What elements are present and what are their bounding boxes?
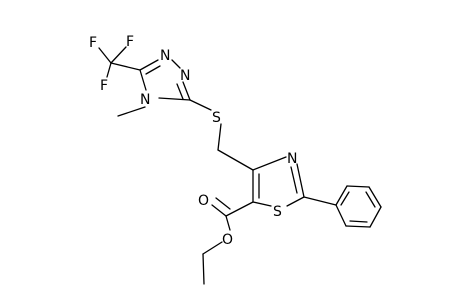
bond-cf-bottom xyxy=(106,62,112,78)
atom-o-ester: O xyxy=(222,232,233,248)
thiazole-ring: N S xyxy=(252,151,305,220)
bond-c2-s1 xyxy=(286,196,305,207)
bond-ch2-ch3 xyxy=(202,253,205,285)
atom-f-top: F xyxy=(126,34,134,50)
bond-n2-c3 xyxy=(182,81,191,101)
bond-s-ch2 xyxy=(217,123,222,151)
phenyl-double-3 xyxy=(340,191,350,206)
phenyl-double-1 xyxy=(349,220,368,223)
bond-o-ch2 xyxy=(202,241,223,255)
ethyl-ester-group: O O xyxy=(198,193,254,285)
bond-s1-c5 xyxy=(252,201,272,207)
atom-s-thiazole: S xyxy=(273,204,282,220)
atom-n-triazole-1: N xyxy=(160,48,170,64)
bond-c5-n1 xyxy=(139,59,159,71)
bond-c5-carbonyl xyxy=(225,201,254,217)
phenyl-bond-4 xyxy=(368,186,382,208)
atom-f-bottom: F xyxy=(100,78,108,94)
bond-n4-c5 xyxy=(139,69,147,91)
bond-c3-s xyxy=(189,99,212,111)
bond-c5-n1-double xyxy=(145,65,161,75)
phenyl-ring xyxy=(303,185,382,228)
atom-n-triazole-4: N xyxy=(140,92,150,108)
atom-n-thiazole: N xyxy=(287,151,297,167)
phenyl-bond-5 xyxy=(346,185,370,188)
bond-carbonyl-o xyxy=(211,204,227,217)
phenyl-bond-2 xyxy=(345,225,371,228)
phenyl-bond-6 xyxy=(335,185,348,206)
atom-o-carbonyl: O xyxy=(198,193,209,209)
bond-ch2-c4 xyxy=(217,149,254,171)
triazole-ring: N N N xyxy=(139,48,191,108)
bond-n3-c2-double xyxy=(290,166,298,194)
bond-c3-n4 xyxy=(158,97,191,101)
bond-cf-left xyxy=(98,47,112,64)
bond-carbonyl-o-double xyxy=(215,197,231,210)
phenyl-bond-3 xyxy=(369,206,382,228)
bond-c2-phenyl xyxy=(303,196,337,206)
phenyl-double-2 xyxy=(365,191,376,208)
bond-n-methyl xyxy=(117,106,146,117)
bond-n3-c2 xyxy=(296,163,305,198)
bond-n2-c3-double xyxy=(176,83,184,100)
atom-f-left: F xyxy=(89,35,97,51)
atom-s-thioether: S xyxy=(212,110,221,126)
trifluoromethyl-group: F F F xyxy=(89,34,141,94)
bond-c-cf3 xyxy=(110,62,141,71)
phenyl-bond-1 xyxy=(335,204,347,227)
bond-cf-top xyxy=(110,46,127,64)
bond-c4-n3 xyxy=(252,156,287,171)
bond-carbonyl-o-ester xyxy=(225,215,231,231)
atom-n-triazole-2: N xyxy=(180,68,190,84)
bond-n1-n2 xyxy=(171,59,181,69)
